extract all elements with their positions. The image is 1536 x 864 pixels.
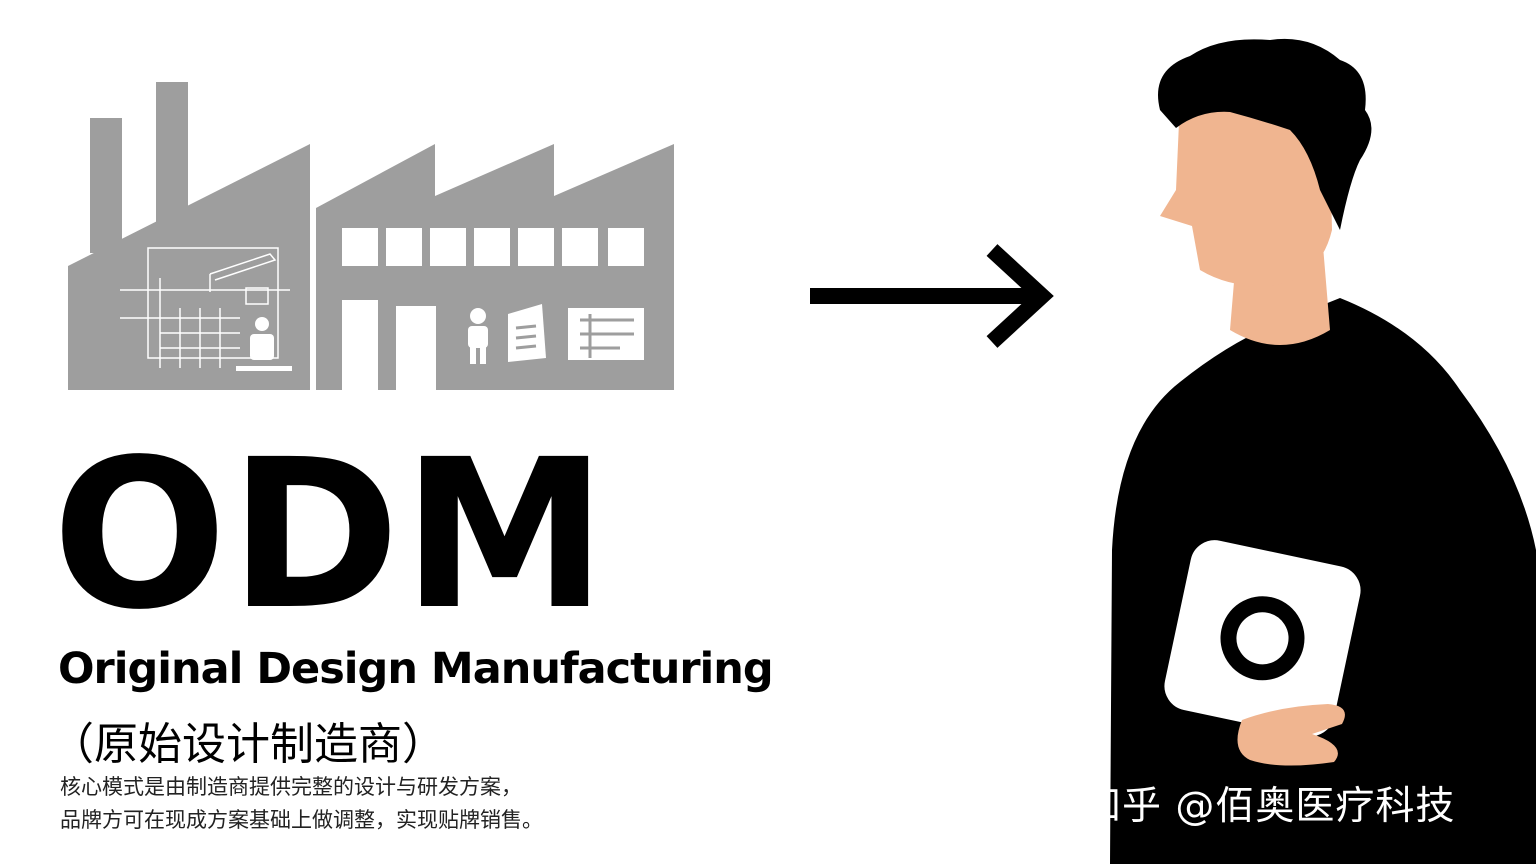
person-illustration (1110, 38, 1536, 864)
subtitle-cn: （原始设计制造商） (50, 719, 446, 770)
arrow-right-icon (810, 244, 1054, 348)
description-line: 核心模式是由制造商提供完整的设计与研发方案， (60, 775, 522, 799)
description: 核心模式是由制造商提供完整的设计与研发方案， 品牌方可在现成方案基础上做调整，实… (60, 771, 543, 837)
description-line: 品牌方可在现成方案基础上做调整，实现贴牌销售。 (60, 808, 543, 832)
watermark: 知乎 @佰奥医疗科技 (1082, 784, 1456, 829)
factory-icon (68, 82, 674, 390)
subtitle: Original Design Manufacturing (58, 644, 774, 694)
page-title: ODM (52, 415, 610, 655)
